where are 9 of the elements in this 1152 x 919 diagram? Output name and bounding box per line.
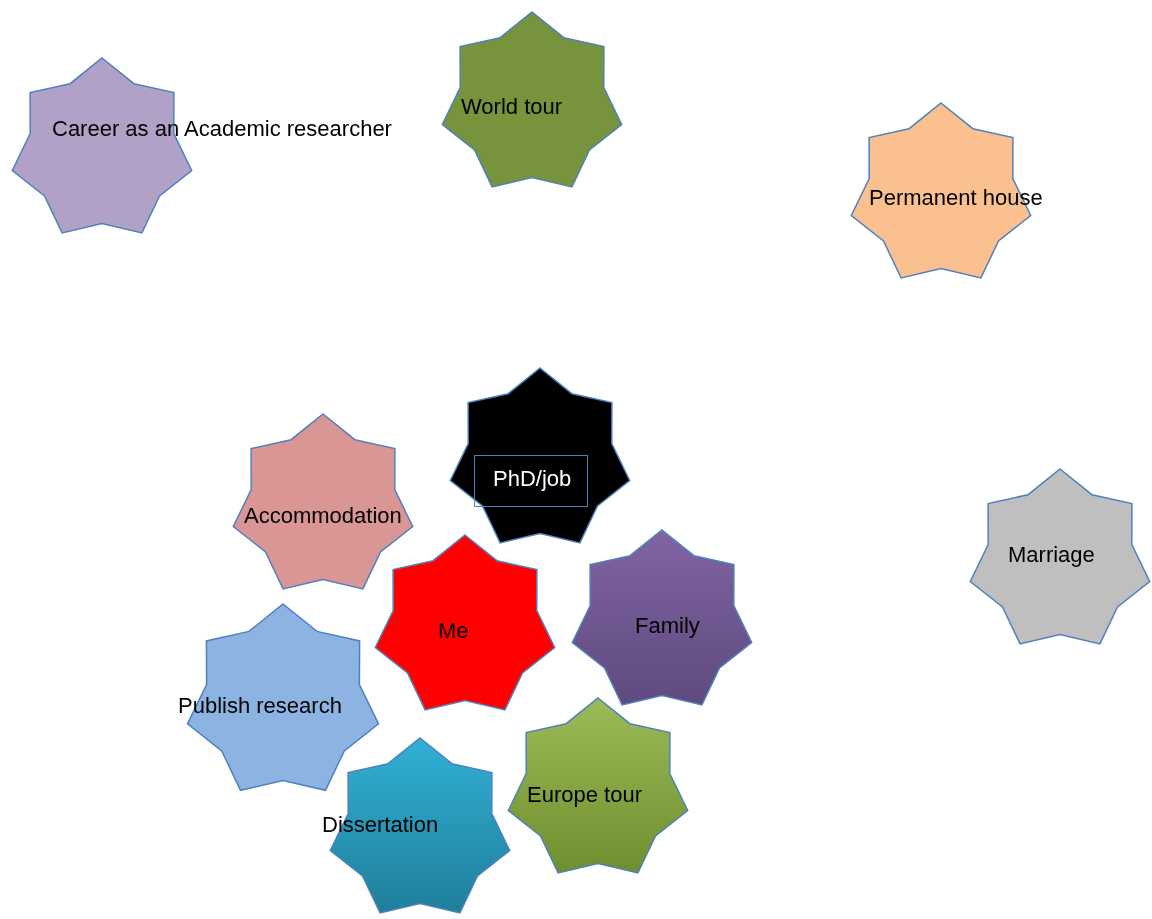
star-label: Me [438, 618, 469, 645]
star-label: Europe tour [527, 782, 642, 809]
star-label: Accommodation [244, 503, 402, 530]
star-label: World tour [461, 94, 563, 121]
star-label: Career as an Academic researcher [52, 116, 392, 143]
star-label: Family [635, 613, 700, 640]
star-label: Publish research [178, 693, 342, 720]
star-label: Marriage [1008, 542, 1095, 569]
framed-label: PhD/job [474, 455, 589, 508]
